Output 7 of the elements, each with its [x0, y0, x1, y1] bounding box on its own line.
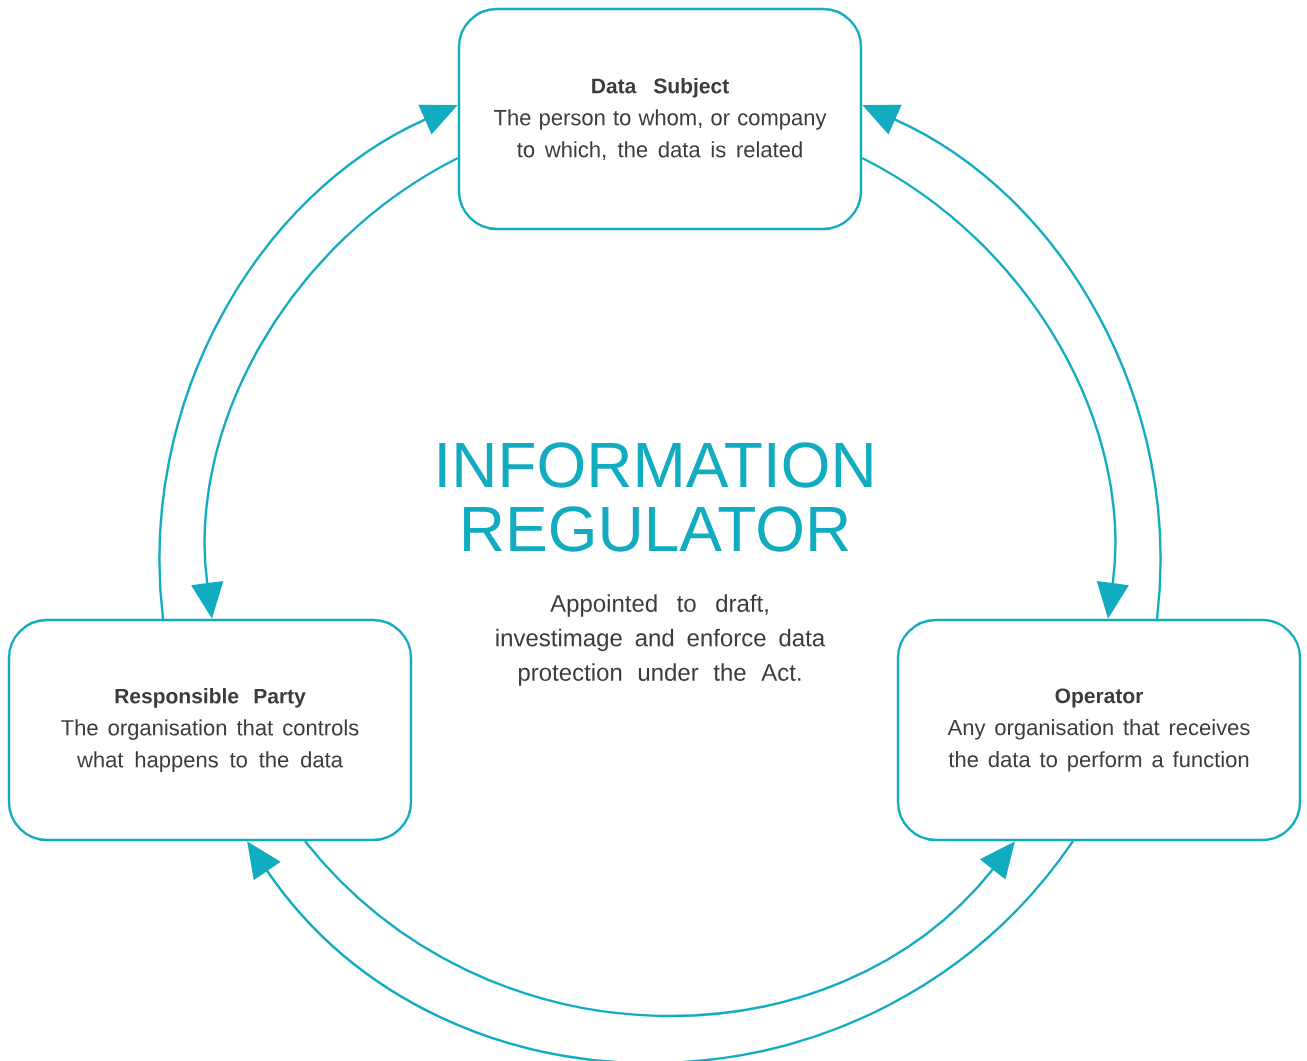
- text-box: Data Subject The person to whom, or company to which, the data is related: [457, 7, 863, 231]
- arrow: [304, 840, 1015, 1018]
- text-box: Operator Any organisation that receives the data to perform a function: [896, 618, 1302, 842]
- title: INFORMATION REGULATOR: [439, 442, 872, 552]
- arrow: [247, 840, 1074, 1061]
- description: Appointed to draft, investimage and enforce data protection under the Act.: [496, 594, 826, 686]
- text-box: Responsible Party The organisation that controls what happens to the data: [7, 618, 413, 842]
